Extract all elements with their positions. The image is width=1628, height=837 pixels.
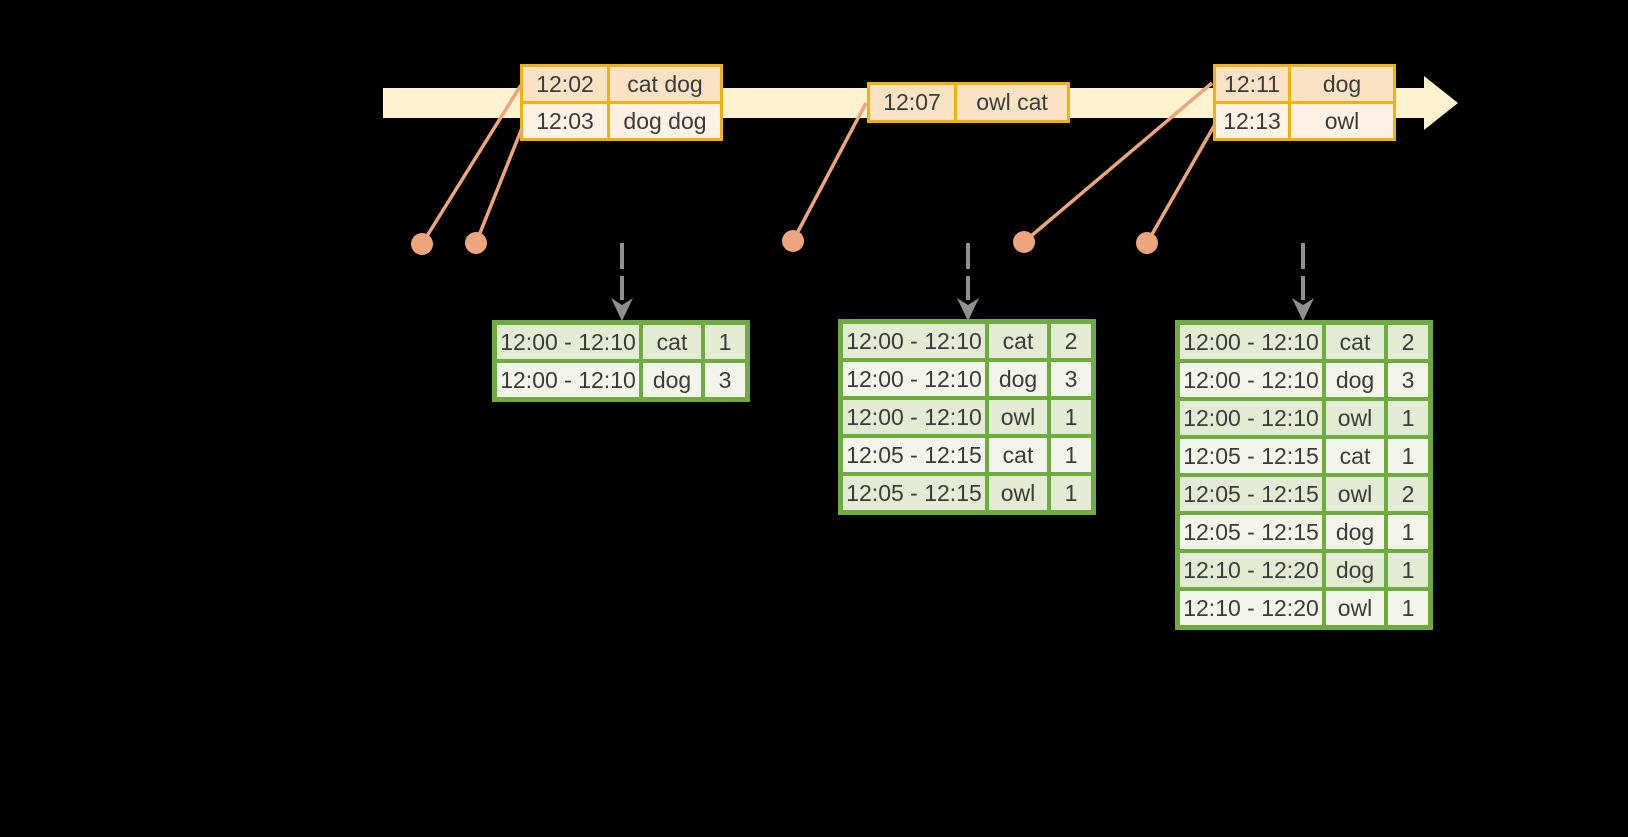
- event-marker-dot: [1013, 231, 1035, 253]
- word-cell: owl: [1326, 477, 1384, 511]
- event-table-3: 12:11 dog 12:13 owl: [1213, 64, 1396, 141]
- count-cell: 1: [1388, 439, 1428, 473]
- event-time-cell: 12:03: [523, 104, 607, 138]
- event-words-cell: owl: [1291, 104, 1393, 138]
- count-cell: 1: [1388, 515, 1428, 549]
- count-cell: 2: [1388, 325, 1428, 359]
- window-cell: 12:00 - 12:10: [843, 400, 985, 434]
- event-words-cell: cat dog: [610, 67, 720, 101]
- word-cell: dog: [1326, 553, 1384, 587]
- table-row: 12:00 - 12:10 dog 3: [843, 362, 1091, 396]
- event-marker-dot: [782, 230, 804, 252]
- event-connector-line: [474, 127, 524, 244]
- event-marker-dot: [411, 233, 433, 255]
- table-row: 12:00 - 12:10 owl 1: [1180, 401, 1428, 435]
- word-cell: owl: [1326, 401, 1384, 435]
- table-row: 12:00 - 12:10 cat 2: [1180, 325, 1428, 359]
- window-cell: 12:10 - 12:20: [1180, 553, 1322, 587]
- word-cell: cat: [643, 325, 701, 359]
- window-cell: 12:10 - 12:20: [1180, 591, 1322, 625]
- word-cell: owl: [1326, 591, 1384, 625]
- window-cell: 12:05 - 12:15: [1180, 439, 1322, 473]
- table-row: 12:05 - 12:15 dog 1: [1180, 515, 1428, 549]
- result-table-3: 12:00 - 12:10 cat 2 12:00 - 12:10 dog 3 …: [1175, 320, 1433, 630]
- window-cell: 12:00 - 12:10: [843, 362, 985, 396]
- window-cell: 12:00 - 12:10: [1180, 363, 1322, 397]
- count-cell: 1: [1388, 401, 1428, 435]
- word-cell: owl: [989, 476, 1047, 510]
- event-words-cell: dog dog: [610, 104, 720, 138]
- result-table-1: 12:00 - 12:10 cat 1 12:00 - 12:10 dog 3: [492, 320, 750, 402]
- count-cell: 1: [1051, 438, 1091, 472]
- word-cell: cat: [989, 324, 1047, 358]
- window-cell: 12:00 - 12:10: [497, 325, 639, 359]
- trigger-arrowheads: [611, 298, 1314, 321]
- window-cell: 12:05 - 12:15: [1180, 515, 1322, 549]
- word-cell: owl: [989, 400, 1047, 434]
- count-cell: 1: [1051, 400, 1091, 434]
- event-table-2: 12:07 owl cat: [867, 82, 1070, 123]
- event-marker-dot: [465, 232, 487, 254]
- count-cell: 1: [1388, 553, 1428, 587]
- event-words-cell: owl cat: [957, 85, 1067, 120]
- table-row: 12:00 - 12:10 dog 3: [1180, 363, 1428, 397]
- word-cell: dog: [643, 363, 701, 397]
- count-cell: 1: [1051, 476, 1091, 510]
- window-cell: 12:00 - 12:10: [1180, 325, 1322, 359]
- word-cell: cat: [1326, 439, 1384, 473]
- down-arrowhead-icon: [957, 298, 979, 321]
- table-row: 12:05 - 12:15 cat 1: [843, 438, 1091, 472]
- table-row: 12:10 - 12:20 owl 1: [1180, 591, 1428, 625]
- window-cell: 12:05 - 12:15: [843, 438, 985, 472]
- word-cell: dog: [989, 362, 1047, 396]
- word-cell: cat: [1326, 325, 1384, 359]
- table-row: 12:10 - 12:20 dog 1: [1180, 553, 1428, 587]
- table-row: 12:05 - 12:15 cat 1: [1180, 439, 1428, 473]
- window-cell: 12:05 - 12:15: [843, 476, 985, 510]
- event-words-cell: dog: [1291, 67, 1393, 101]
- count-cell: 3: [1051, 362, 1091, 396]
- result-table-2: 12:00 - 12:10 cat 2 12:00 - 12:10 dog 3 …: [838, 319, 1096, 515]
- down-arrowhead-icon: [1292, 298, 1314, 321]
- count-cell: 3: [705, 363, 745, 397]
- table-row: 12:05 - 12:15 owl 2: [1180, 477, 1428, 511]
- window-cell: 12:00 - 12:10: [843, 324, 985, 358]
- event-time-cell: 12:07: [870, 85, 954, 120]
- window-cell: 12:05 - 12:15: [1180, 477, 1322, 511]
- timeline-arrowhead-icon: [1424, 76, 1458, 130]
- table-row: 12:00 - 12:10 dog 3: [497, 363, 745, 397]
- word-cell: dog: [1326, 363, 1384, 397]
- event-marker-dot: [1136, 232, 1158, 254]
- table-row: 12:13 owl: [1216, 104, 1393, 138]
- count-cell: 3: [1388, 363, 1428, 397]
- word-cell: dog: [1326, 515, 1384, 549]
- event-time-cell: 12:13: [1216, 104, 1288, 138]
- count-cell: 1: [705, 325, 745, 359]
- table-row: 12:02 cat dog: [523, 67, 720, 101]
- trigger-arrow-lines: [620, 243, 1305, 300]
- table-row: 12:11 dog: [1216, 67, 1393, 101]
- event-connector-line: [791, 102, 868, 242]
- word-cell: cat: [989, 438, 1047, 472]
- table-row: 12:07 owl cat: [870, 85, 1067, 120]
- table-row: 12:00 - 12:10 cat 2: [843, 324, 1091, 358]
- count-cell: 2: [1388, 477, 1428, 511]
- count-cell: 2: [1051, 324, 1091, 358]
- event-time-cell: 12:11: [1216, 67, 1288, 101]
- window-cell: 12:00 - 12:10: [497, 363, 639, 397]
- event-time-cell: 12:02: [523, 67, 607, 101]
- table-row: 12:00 - 12:10 cat 1: [497, 325, 745, 359]
- table-row: 12:00 - 12:10 owl 1: [843, 400, 1091, 434]
- event-table-1: 12:02 cat dog 12:03 dog dog: [520, 64, 723, 141]
- table-row: 12:05 - 12:15 owl 1: [843, 476, 1091, 510]
- event-connector-line: [1145, 125, 1216, 244]
- event-marker-dots: [411, 230, 1158, 255]
- table-row: 12:03 dog dog: [523, 104, 720, 138]
- count-cell: 1: [1388, 591, 1428, 625]
- down-arrowhead-icon: [611, 298, 633, 321]
- window-cell: 12:00 - 12:10: [1180, 401, 1322, 435]
